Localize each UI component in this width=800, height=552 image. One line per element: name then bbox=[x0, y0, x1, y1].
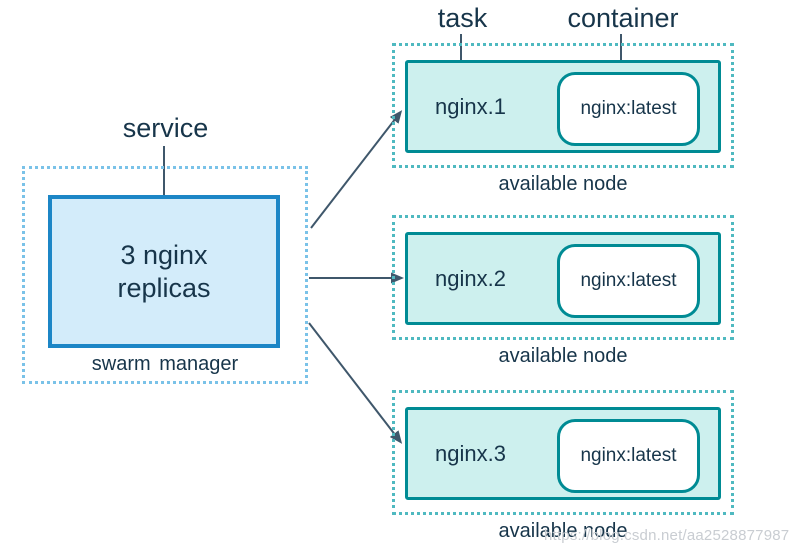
container-box-3: nginx:latest bbox=[557, 419, 700, 493]
container-label: container bbox=[567, 3, 679, 33]
available-node-label-2: available node bbox=[498, 345, 628, 367]
swarm-manager-label: swarm manager bbox=[91, 353, 239, 375]
container-box-1: nginx:latest bbox=[557, 72, 700, 146]
container-image-3: nginx:latest bbox=[580, 445, 677, 466]
available-node-box-3: nginx.3 nginx:latest bbox=[392, 390, 734, 515]
container-image-1: nginx:latest bbox=[580, 98, 677, 119]
task-box-3: nginx.3 nginx:latest bbox=[405, 407, 721, 500]
swarm-manager-box: 3 nginx replicas swarm manager bbox=[22, 166, 308, 384]
task-box-2: nginx.2 nginx:latest bbox=[405, 232, 721, 325]
node-group-3: nginx.3 nginx:latest available node bbox=[392, 390, 734, 543]
node-group-1: nginx.1 nginx:latest available node bbox=[392, 43, 734, 196]
container-box-2: nginx:latest bbox=[557, 244, 700, 318]
watermark: https://blog.csdn.net/aa2528877987 bbox=[544, 527, 790, 544]
task-name-1: nginx.1 bbox=[435, 93, 506, 119]
available-node-box-2: nginx.2 nginx:latest bbox=[392, 215, 734, 340]
service-box-label: 3 nginx replicas bbox=[117, 239, 211, 303]
arrow-to-node-1 bbox=[310, 110, 403, 229]
container-image-2: nginx:latest bbox=[580, 270, 677, 291]
available-node-box-1: nginx.1 nginx:latest bbox=[392, 43, 734, 168]
task-label: task bbox=[437, 3, 488, 33]
task-name-3: nginx.3 bbox=[435, 440, 506, 466]
task-name-2: nginx.2 bbox=[435, 265, 506, 291]
service-label: service bbox=[122, 113, 209, 143]
node-group-2: nginx.2 nginx:latest available node bbox=[392, 215, 734, 368]
service-box: 3 nginx replicas bbox=[48, 195, 280, 348]
available-node-label-1: available node bbox=[498, 173, 628, 195]
available-node-label-3: available node bbox=[498, 520, 628, 542]
task-box-1: nginx.1 nginx:latest bbox=[405, 60, 721, 153]
arrow-to-node-3 bbox=[308, 322, 403, 444]
